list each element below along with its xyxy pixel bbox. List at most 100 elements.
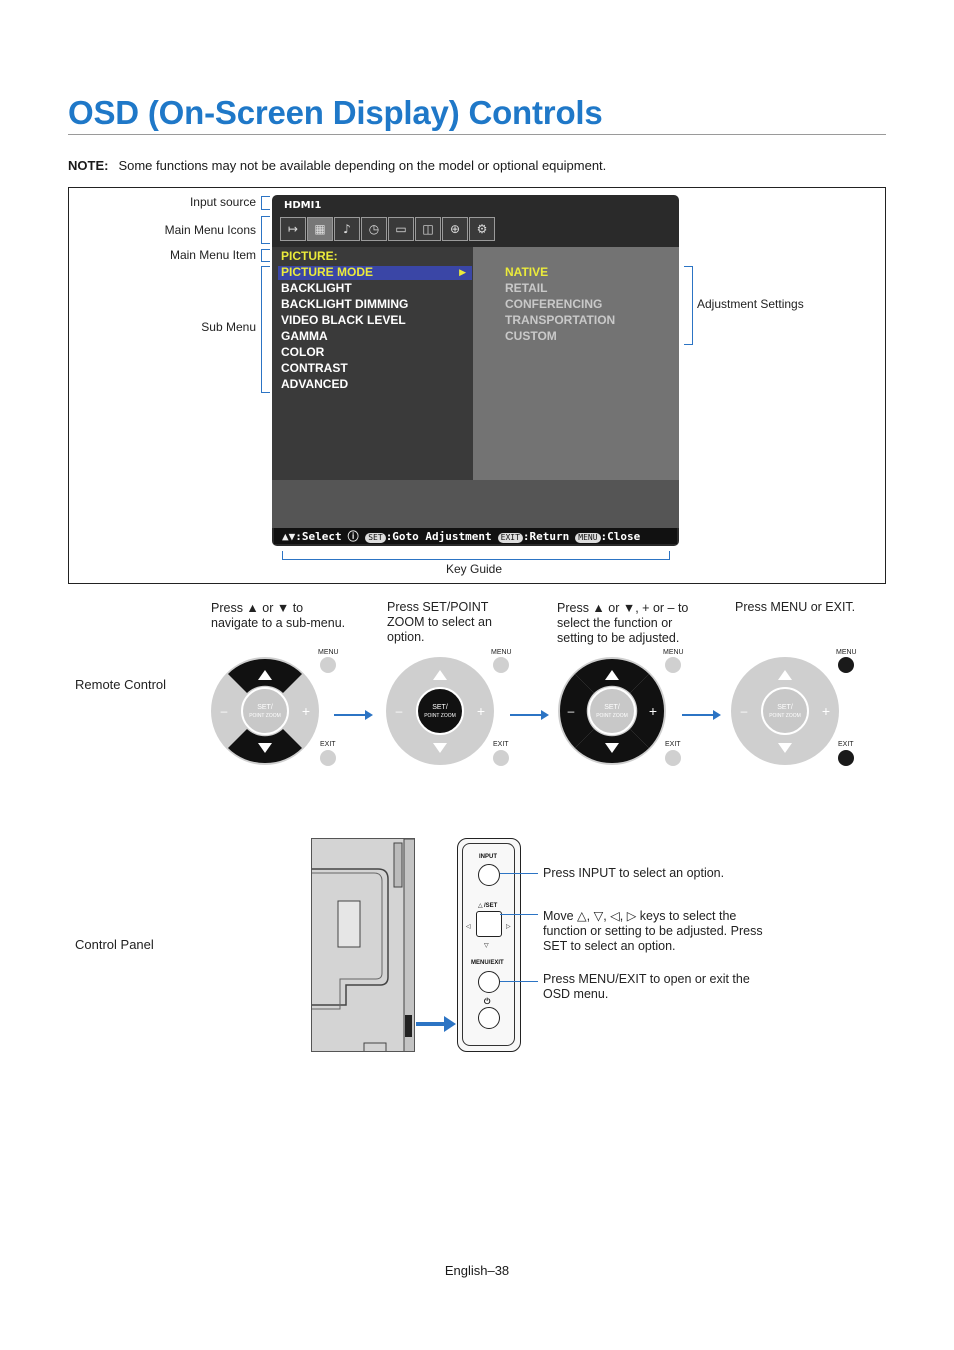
- osd-sub-item-backlight[interactable]: BACKLIGHT: [281, 281, 352, 295]
- remote-dpad-step-3[interactable]: SET/ POINT ZOOM – +: [556, 655, 668, 767]
- remote-set-label-3: SET/: [604, 704, 620, 711]
- cp-menu-exit-button[interactable]: [478, 971, 500, 993]
- cp-menu-exit-label: MENU/EXIT: [471, 960, 504, 966]
- set-key-icon: SET: [365, 533, 386, 543]
- osd-main-menu-item: PICTURE:: [281, 249, 338, 263]
- remote-exit-button-2[interactable]: [493, 750, 509, 766]
- triangle-right-icon: ▷: [506, 924, 511, 930]
- remote-step-1-caption: Press ▲ or ▼ to navigate to a sub-menu.: [211, 601, 346, 630]
- remote-dpad-step-2[interactable]: SET/ POINT ZOOM – +: [384, 655, 496, 767]
- cp-power-button[interactable]: [478, 1007, 500, 1029]
- triangle-down-icon: ▽: [484, 943, 489, 949]
- bracket-adjustment-settings: [684, 266, 693, 345]
- cp-connector-input: [500, 873, 538, 874]
- remote-control-label: Remote Control: [75, 677, 167, 692]
- cp-note-input: Press INPUT to select an option.: [543, 866, 725, 880]
- remote-exit-button-1[interactable]: [320, 750, 336, 766]
- remote-pointzoom-label-2: POINT ZOOM: [424, 713, 456, 719]
- osd-sub-item-video-black-level[interactable]: VIDEO BLACK LEVEL: [281, 313, 406, 327]
- triangle-up-icon: △: [478, 903, 483, 909]
- cp-note-set: Move △, ▽, ◁, ▷ keys to select the funct…: [543, 909, 763, 953]
- osd-adj-transportation[interactable]: TRANSPORTATION: [505, 313, 616, 327]
- monitor-rear-illustration: [312, 839, 414, 1051]
- power-icon: ⏻: [484, 997, 491, 1006]
- remote-menu-button-1[interactable]: [320, 657, 336, 673]
- callout-key-guide: Key Guide: [446, 562, 503, 576]
- key-guide-return: EXIT:Return: [497, 530, 569, 543]
- cp-connector-set: [500, 914, 538, 915]
- key-guide-select: ▲▼:Select: [282, 529, 342, 543]
- flow-arrow-2: [510, 710, 549, 720]
- title-divider: [68, 134, 886, 135]
- osd-sub-item-backlight-dimming[interactable]: BACKLIGHT DIMMING: [281, 297, 409, 311]
- remote-minus-3: –: [568, 704, 575, 718]
- flow-arrow-1: [334, 710, 373, 720]
- cp-set-label: /SET: [484, 903, 498, 909]
- osd-adj-conferencing[interactable]: CONFERENCING: [505, 297, 603, 311]
- remote-dpad-step-1[interactable]: SET/ POINT ZOOM – +: [209, 655, 321, 767]
- key-guide-close: MENU:Close: [575, 530, 640, 543]
- key-guide-goto: ⓘ SET:Goto Adjustment: [347, 530, 492, 543]
- remote-menu-label-3: MENU: [663, 649, 684, 656]
- remote-menu-button-4[interactable]: [838, 657, 854, 673]
- osd-adj-retail[interactable]: RETAIL: [505, 281, 548, 295]
- remote-set-label-2: SET/: [432, 704, 448, 711]
- remote-menu-button-2[interactable]: [493, 657, 509, 673]
- bracket-key-guide: [282, 551, 670, 560]
- remote-menu-label-2: MENU: [491, 649, 512, 656]
- page-title: OSD (On-Screen Display) Controls: [68, 94, 603, 131]
- monitor-rear-photo: [311, 838, 415, 1052]
- menu-key-icon: MENU: [575, 532, 601, 543]
- osd-sub-item-color[interactable]: COLOR: [281, 345, 325, 359]
- remote-exit-button-3[interactable]: [665, 750, 681, 766]
- remote-set-label-4: SET/: [777, 704, 793, 711]
- callout-input-source: Input source: [189, 195, 256, 209]
- remote-exit-label-1: EXIT: [320, 741, 336, 748]
- remote-minus-2: –: [396, 704, 403, 718]
- osd-sub-item-gamma[interactable]: GAMMA: [281, 329, 328, 343]
- remote-menu-label-1: MENU: [318, 649, 339, 656]
- control-panel-inner: [462, 843, 515, 1046]
- remote-minus-1: –: [221, 704, 228, 718]
- bracket-input-source: [261, 196, 270, 210]
- schedule-icon[interactable]: ◷: [361, 217, 387, 241]
- osd-key-guide: ▲▼:Select ⓘ SET:Goto Adjustment EXIT:Ret…: [274, 528, 677, 544]
- remote-menu-button-3[interactable]: [665, 657, 681, 673]
- osd-sub-item-advanced[interactable]: ADVANCED: [281, 377, 349, 391]
- network-icon[interactable]: ◫: [415, 217, 441, 241]
- osd-adj-custom[interactable]: CUSTOM: [505, 329, 557, 343]
- remote-exit-button-4[interactable]: [838, 750, 854, 766]
- picture-icon[interactable]: ▦: [307, 217, 333, 241]
- protect-icon[interactable]: ⊕: [442, 217, 468, 241]
- cp-note-menu-exit: Press MENU/EXIT to open or exit the OSD …: [543, 972, 750, 1001]
- control-panel-label: Control Panel: [75, 937, 154, 952]
- note-text: Some functions may not be available depe…: [118, 158, 607, 173]
- osd-main-menu-icons: ↦ ▦ ♪ ◷ ▭ ◫ ⊕ ⚙: [280, 217, 495, 241]
- remote-plus-2: +: [477, 703, 485, 719]
- remote-plus-4: +: [822, 703, 830, 719]
- audio-icon[interactable]: ♪: [334, 217, 360, 241]
- remote-step-2-caption: Press SET/POINT ZOOM to select an option…: [387, 600, 492, 644]
- cp-set-button[interactable]: [476, 911, 502, 937]
- input-icon[interactable]: ↦: [280, 217, 306, 241]
- osd-highlight-bar: ▶: [278, 266, 472, 280]
- slideshow-icon[interactable]: ▭: [388, 217, 414, 241]
- osd-sub-item-contrast[interactable]: CONTRAST: [281, 361, 348, 375]
- remote-exit-label-3: EXIT: [665, 741, 681, 748]
- osd-sub-item-picture-mode[interactable]: PICTURE MODE: [281, 265, 374, 279]
- system-icon[interactable]: ⚙: [469, 217, 495, 241]
- osd-diagram-frame: [68, 187, 886, 584]
- remote-dpad-step-4[interactable]: SET/ POINT ZOOM – +: [729, 655, 841, 767]
- callout-main-menu-item: Main Menu Item: [169, 248, 256, 262]
- remote-plus-1: +: [302, 703, 310, 719]
- osd-adj-native[interactable]: NATIVE: [505, 265, 549, 279]
- note-label: NOTE:: [68, 158, 109, 173]
- cp-input-button[interactable]: [478, 864, 500, 886]
- flow-arrow-3: [682, 710, 721, 720]
- osd-adjustment-panel: [473, 247, 679, 480]
- remote-menu-label-4: MENU: [836, 649, 857, 656]
- osd-screen: HDMI1 ↦ ▦ ♪ ◷ ▭ ◫ ⊕ ⚙ PICTURE: ▶ PICTURE…: [272, 195, 679, 546]
- exit-key-icon: EXIT: [497, 532, 523, 543]
- remote-exit-label-2: EXIT: [493, 741, 509, 748]
- remote-pointzoom-label-3: POINT ZOOM: [596, 713, 628, 719]
